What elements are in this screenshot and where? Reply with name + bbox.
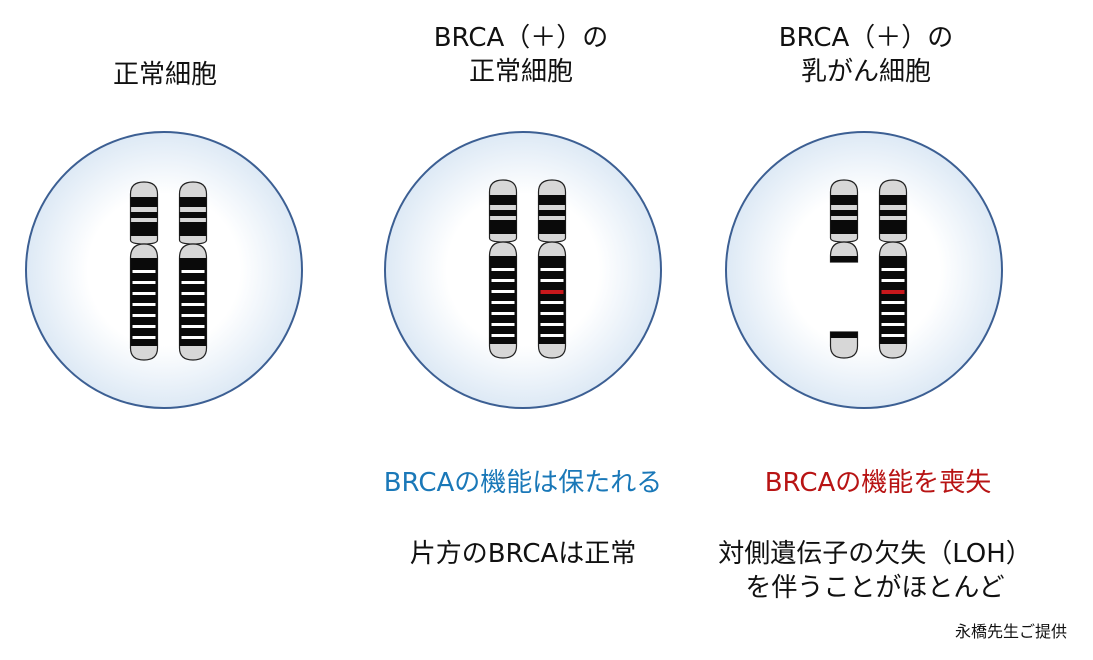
title-normal-cell: 正常細胞	[113, 58, 217, 92]
chromosome-band-gap	[181, 281, 205, 284]
chromosome-band	[179, 197, 207, 207]
chromosome-band-gap	[491, 279, 515, 282]
chromosome-band-gap	[881, 323, 905, 326]
caption-line: BRCAの機能は保たれる	[383, 468, 663, 498]
chromosome-band-gap	[540, 334, 564, 337]
cell-carrier-cancer	[725, 131, 1003, 409]
chromosome-band-gap	[132, 270, 156, 273]
title-carrier-normal-cell: BRCA（＋）の 正常細胞	[434, 21, 609, 89]
cell-membrane	[384, 131, 662, 409]
cell-membrane	[725, 131, 1003, 409]
chromosome-band	[489, 195, 517, 205]
chromosome-band-gap	[132, 325, 156, 328]
cell-carrier-normal	[384, 131, 662, 409]
chromosome-left	[129, 181, 159, 361]
chromosome-band-gap	[540, 279, 564, 282]
cell-normal	[25, 131, 303, 409]
chromosome-band-gap	[181, 292, 205, 295]
chromosome-band-gap	[540, 268, 564, 271]
chromosome-band-gap	[181, 336, 205, 339]
chromosome-band	[489, 220, 517, 234]
chromosome-band-gap	[491, 268, 515, 271]
image-credit: 永橋先生ご提供	[954, 622, 1067, 641]
chromosome-band-gap	[132, 281, 156, 284]
chromosome-band	[830, 220, 858, 234]
note-line: を伴うことがほとんど	[745, 573, 1005, 603]
caption-function-lost: BRCAの機能を喪失	[765, 466, 992, 500]
chromosome-band-gap	[181, 303, 205, 306]
chromosome-band-gap	[540, 323, 564, 326]
chromosome-band	[538, 210, 566, 216]
chromosome-band-gap	[491, 290, 515, 293]
chromosome-band-gap	[540, 312, 564, 315]
caption-line: BRCAの機能を喪失	[764, 468, 992, 498]
note-loh: 対側遺伝子の欠失（LOH） を伴うことがほとんど	[718, 537, 1032, 605]
brca-mutation-band	[881, 290, 905, 294]
chromosome-long-arm-tail	[829, 331, 859, 359]
chromosome-band	[489, 210, 517, 216]
chromosome-right	[178, 181, 208, 361]
chromosome-band	[130, 222, 158, 236]
chromosome-band	[538, 220, 566, 234]
brca-mutation-band	[540, 290, 564, 294]
note-line: 対側遺伝子の欠失（LOH）	[718, 539, 1032, 569]
title-line: BRCA（＋）の	[433, 23, 609, 53]
title-line: 正常細胞	[112, 60, 218, 90]
chromosome-band-gap	[881, 268, 905, 271]
note-one-allele-normal: 片方のBRCAは正常	[410, 537, 637, 571]
chromosome-band-gap	[132, 336, 156, 339]
chromosome-right	[537, 179, 567, 359]
chromosome-band	[130, 212, 158, 218]
chromosome-band	[830, 256, 858, 262]
title-line: BRCA（＋）の	[778, 23, 954, 53]
chromosome-band	[830, 210, 858, 216]
chromosome-band-gap	[132, 292, 156, 295]
title-line: 正常細胞	[468, 57, 573, 87]
note-line: 片方のBRCAは正常	[409, 539, 637, 569]
chromosome-right	[878, 179, 908, 359]
chromosome-band-gap	[491, 301, 515, 304]
chromosome-band	[830, 195, 858, 205]
chromosome-band-gap	[491, 312, 515, 315]
chromosome-band-gap	[181, 270, 205, 273]
chromosome-band-gap	[881, 334, 905, 337]
chromosome-band-gap	[881, 301, 905, 304]
cell-membrane	[25, 131, 303, 409]
chromosome-band	[830, 332, 858, 338]
chromosome-left	[829, 179, 859, 359]
chromosome-band-gap	[181, 325, 205, 328]
chromosome-band	[179, 222, 207, 236]
title-carrier-cancer-cell: BRCA（＋）の 乳がん細胞	[779, 21, 954, 89]
chromosome-band	[879, 210, 907, 216]
title-line: 乳がん細胞	[800, 57, 931, 87]
chromosome-band-gap	[881, 279, 905, 282]
chromosome-band-gap	[132, 314, 156, 317]
chromosome-band-gap	[540, 301, 564, 304]
chromosome-band-gap	[132, 303, 156, 306]
chromosome-band	[879, 220, 907, 234]
chromosome-band	[179, 212, 207, 218]
chromosome-band-gap	[491, 323, 515, 326]
chromosome-band-gap	[181, 314, 205, 317]
chromosome-band	[879, 195, 907, 205]
chromosome-left	[488, 179, 518, 359]
chromosome-band-gap	[881, 312, 905, 315]
chromosome-band	[538, 195, 566, 205]
chromosome-band-gap	[491, 334, 515, 337]
caption-function-preserved: BRCAの機能は保たれる	[384, 466, 663, 500]
chromosome-band	[130, 197, 158, 207]
